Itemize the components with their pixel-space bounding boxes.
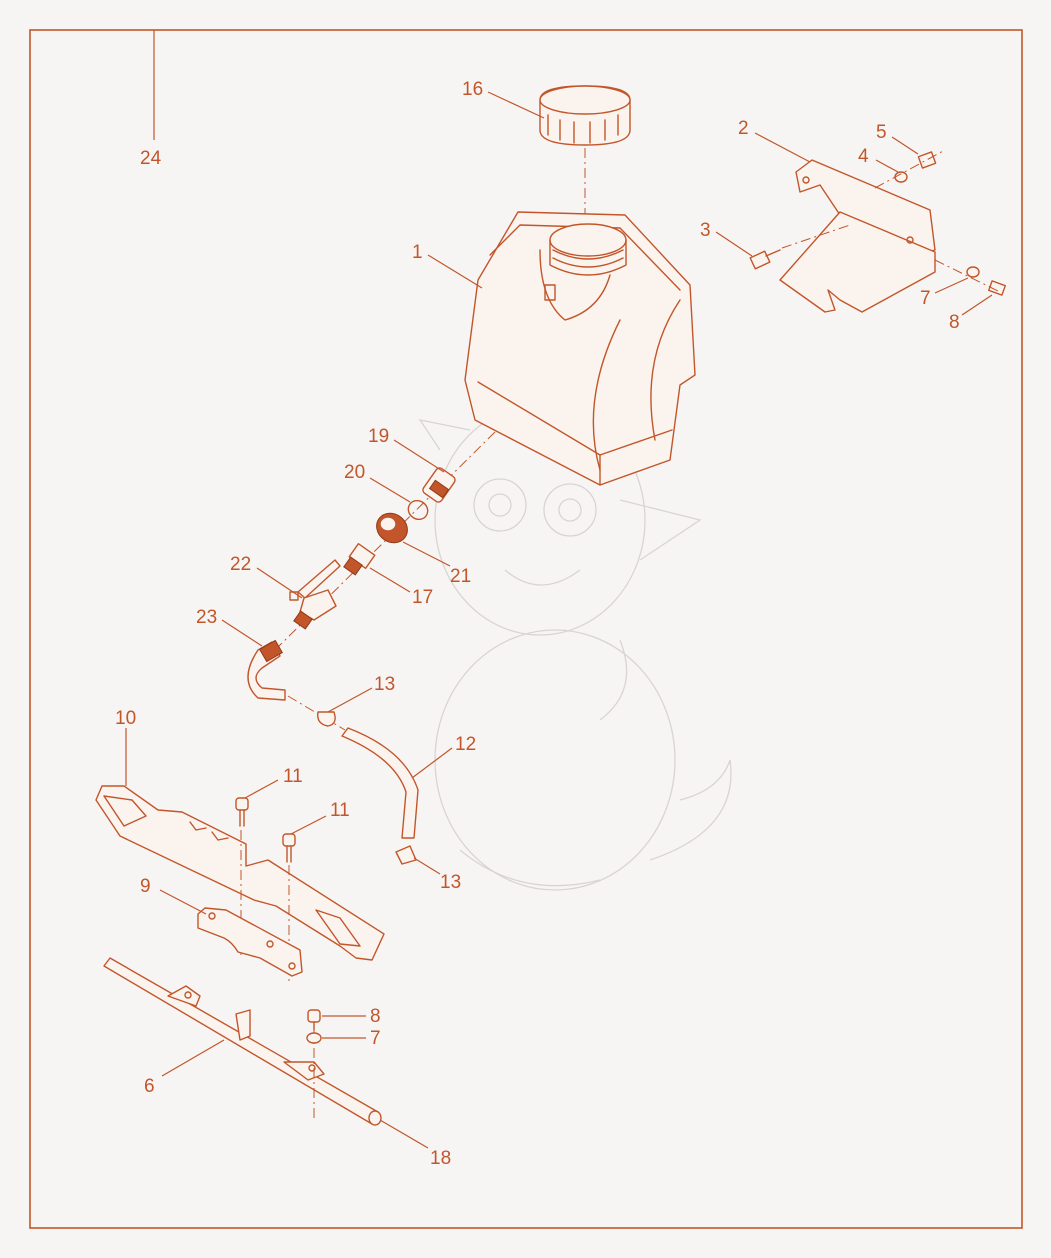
leader-12 [411,747,453,779]
nut-5 [917,151,937,169]
union-nut [376,512,408,544]
callout-1: 1 [412,242,423,263]
drawing-frame [29,29,1023,1229]
leader-20 [369,477,411,503]
callout-8-right: 8 [949,312,960,333]
leader-7 [934,277,969,294]
callout-17: 17 [412,587,433,608]
callout-9: 9 [140,876,151,897]
leader-16 [487,91,545,119]
leader-1 [427,254,483,289]
callout-2: 2 [738,118,749,139]
callout-18: 18 [430,1148,451,1169]
fuel-tank [464,211,696,486]
washer-7 [966,266,980,278]
mounting-tube [103,957,382,1126]
leader-5 [891,136,919,155]
leader-18 [379,1119,429,1149]
leader-8 [961,294,993,316]
leader-2 [754,132,811,163]
bolt-3 [749,249,781,270]
tank-bracket [779,159,936,313]
callout-16: 16 [462,79,483,100]
clamp-plate [197,907,303,977]
centerline-3 [781,224,851,249]
callout-24: 24 [140,148,162,169]
leader-17 [369,567,411,593]
callout-11-right: 11 [330,800,350,821]
leader-21 [402,541,451,567]
callout-5: 5 [876,122,887,143]
callout-12: 12 [455,734,476,755]
centerline-hose-top [287,695,346,731]
watermark-mascot [418,404,732,891]
outlet-fitting [422,467,456,503]
shut-off-valve [289,559,341,630]
callout-7-right: 7 [920,288,931,309]
callout-20: 20 [344,462,365,483]
leader-11-left [244,779,279,799]
callout-6: 6 [144,1076,155,1097]
adapter-fitting [343,543,376,576]
callout-21: 21 [450,566,471,587]
leader-6 [161,1039,225,1077]
callout-11-left: 11 [283,766,303,787]
washer-7-lower [306,1032,322,1044]
tank-cap [539,85,631,146]
fuel-hose [341,727,419,839]
bolt-8 [988,280,1006,296]
callout-23: 23 [196,607,217,628]
leader-23 [221,619,263,647]
centerline-outlet [274,431,496,651]
centerline-45 [874,149,946,189]
elbow-fitting [247,639,286,701]
leader-3 [715,231,753,257]
callout-19: 19 [368,426,389,447]
leader-9 [159,889,207,915]
callout-22: 22 [230,554,251,575]
callout-7-lower: 7 [370,1028,381,1049]
leader-19 [393,439,445,473]
leader-4 [875,159,899,173]
callout-13-bottom: 13 [440,872,461,893]
leader-13-top [327,687,373,713]
hose-clamp-bottom [395,845,417,865]
bolt-11-right [282,833,296,863]
leader-13-bottom [413,857,441,875]
callout-8-lower: 8 [370,1006,381,1027]
bolt-8-lower [307,1009,321,1023]
callout-10: 10 [115,708,136,729]
bolt-11-left [235,797,249,827]
o-ring [407,499,429,521]
leader-11-right [290,815,327,835]
leader-22 [256,567,303,599]
hose-clamp-top [317,711,336,727]
callout-3: 3 [700,220,711,241]
callout-4: 4 [858,146,869,167]
centerline-78 [934,259,1001,293]
callout-13-top: 13 [374,674,395,695]
support-rail [95,785,385,961]
